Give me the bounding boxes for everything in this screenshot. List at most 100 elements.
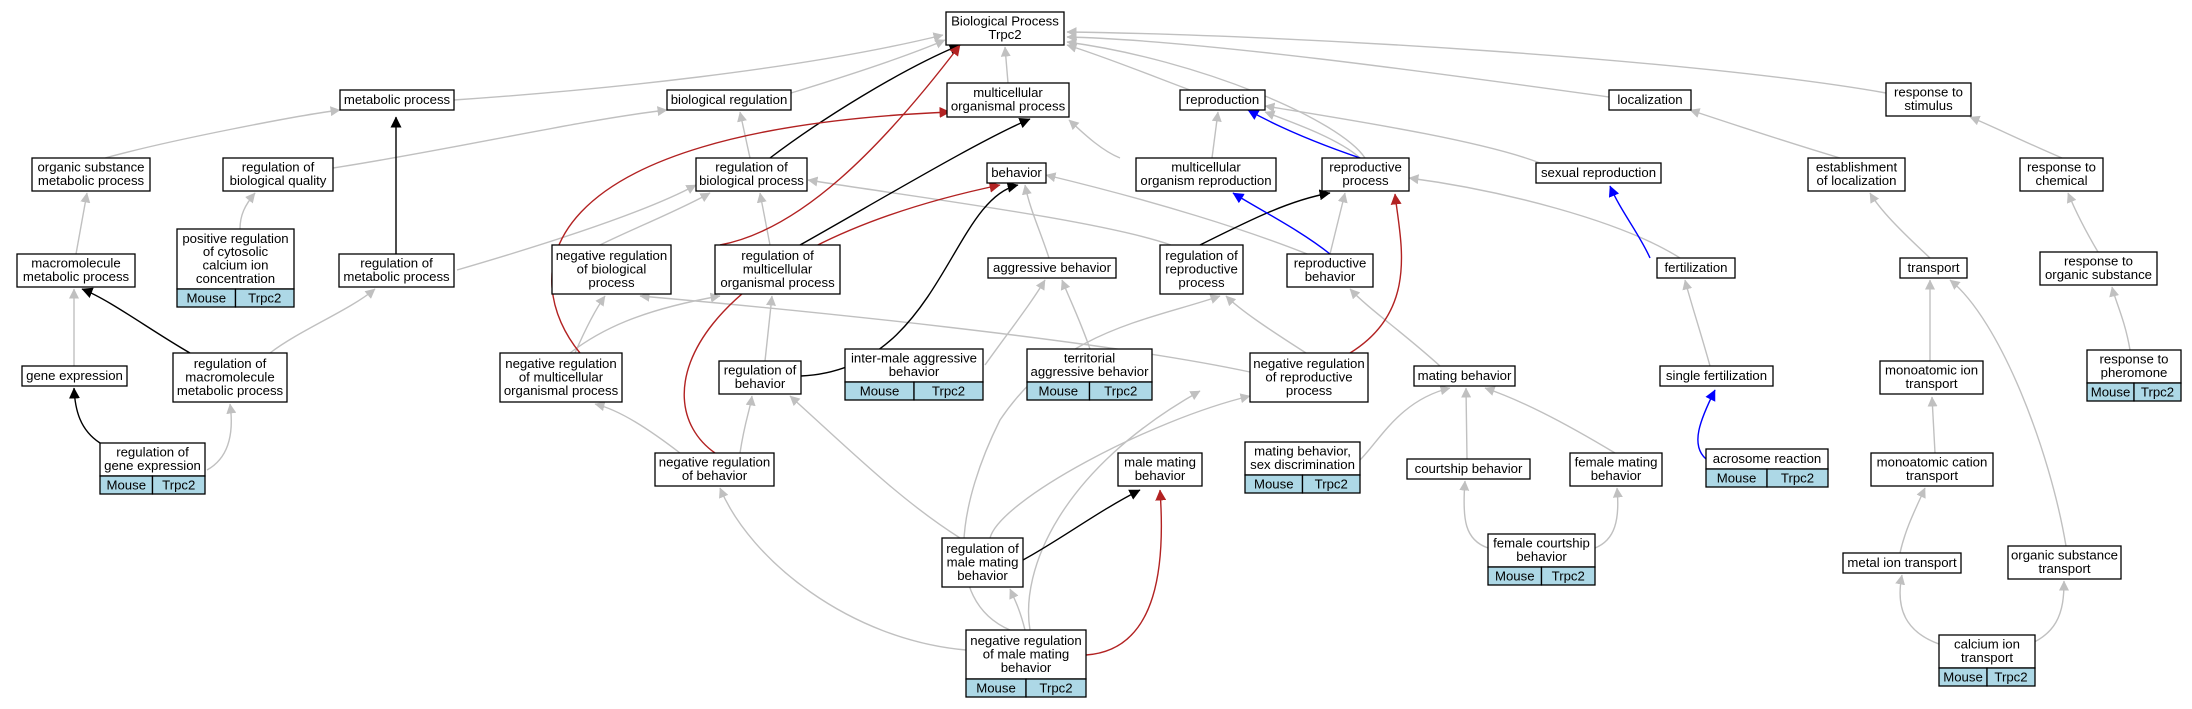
- annotation-cell: [1025, 678, 1087, 698]
- node-label-line: pheromone: [2101, 365, 2168, 380]
- node-box: [1179, 89, 1266, 111]
- annotation-gene: Trpc2: [248, 291, 281, 306]
- node-box: [16, 253, 136, 288]
- node-label-line: calcium ion: [203, 258, 269, 273]
- node-label-line: regulation of: [116, 445, 189, 460]
- edge-is-a: [1899, 487, 1926, 554]
- annotation-species: Mouse: [976, 681, 1016, 696]
- edge-is-a: [456, 184, 697, 271]
- edge-negatively-regulates: [1349, 193, 1403, 354]
- node-label-line: regulation of: [724, 363, 797, 378]
- edge-part-of: [1199, 189, 1331, 246]
- node-label-line: response to: [2100, 352, 2169, 367]
- edge-is-a: [599, 192, 711, 246]
- node-box: [1656, 257, 1736, 279]
- node-label-line: transport: [2038, 561, 2090, 576]
- node-box: [1807, 157, 1906, 192]
- annotation-gene: Trpc2: [1315, 477, 1348, 492]
- annotation-cell: [1986, 667, 2036, 687]
- node-courtship: courtship behavior: [1406, 458, 1531, 480]
- edge-is-a: [789, 395, 961, 539]
- edge-negatively-regulates: [1085, 489, 1167, 656]
- node-label-line: metabolic process: [343, 269, 450, 284]
- edge-positively-regulates: [1608, 185, 1651, 259]
- edge-is-a: [1066, 27, 1887, 94]
- node-label-line: response to: [1894, 85, 1963, 100]
- node-label-line: organic substance: [37, 160, 144, 175]
- node-label-line: gene expression: [104, 458, 201, 473]
- node-box: [172, 352, 288, 403]
- edge-is-a: [574, 295, 606, 354]
- node-label-line: transport: [1961, 650, 2013, 665]
- annotation-species: Mouse: [1038, 384, 1078, 399]
- node-label-line: reproductive: [1329, 160, 1402, 175]
- node-label-line: behavior: [1001, 660, 1052, 675]
- edge-is-a: [1969, 115, 2063, 159]
- node-label-line: aggressive behavior: [1030, 364, 1149, 379]
- edge-part-of: [68, 387, 101, 444]
- node-box: [1406, 458, 1531, 480]
- edge-is-a: [790, 39, 946, 94]
- edge-is-a: [1211, 111, 1222, 159]
- edge-is-a: [453, 32, 944, 101]
- edge-is-a: [1949, 279, 2067, 547]
- edge-is-a: [75, 192, 91, 255]
- node-box: [339, 89, 455, 111]
- annotation-species: Mouse: [1717, 471, 1757, 486]
- edge-is-a: [989, 393, 1251, 539]
- node-box: [987, 257, 1117, 279]
- node-box: [1569, 452, 1663, 487]
- annotation-gene: Trpc2: [932, 384, 965, 399]
- node-label-line: behavior: [889, 364, 940, 379]
- node-label-line: regulation of: [242, 160, 315, 175]
- edge-part-of: [81, 287, 191, 354]
- node-label-line: calcium ion: [1954, 637, 2020, 652]
- node-box: [551, 244, 672, 295]
- node-label-line: behavior: [1305, 269, 1356, 284]
- node-singlefert: single fertilization: [1659, 365, 1774, 387]
- node-localization: localization: [1608, 89, 1692, 111]
- node-box: [946, 82, 1070, 118]
- node-label-line: process: [1342, 173, 1389, 188]
- node-label-line: single fertilization: [1666, 368, 1767, 383]
- annotation-species: Mouse: [2091, 385, 2131, 400]
- node-label-line: of biological: [577, 261, 647, 276]
- node-box: [1135, 157, 1277, 192]
- node-label-line: multicellular: [1171, 160, 1241, 175]
- node-label-line: of cytosolic: [203, 244, 269, 259]
- edge-is-a: [1927, 396, 1938, 454]
- node-label-line: transport: [1906, 468, 1958, 483]
- node-box: [1842, 552, 1962, 574]
- edge-is-a: [1027, 390, 1201, 631]
- node-label-line: transport: [1907, 260, 1959, 275]
- annotation-cell: [1540, 566, 1596, 586]
- node-label-line: regulation of: [715, 160, 788, 175]
- node-label-line: concentration: [196, 271, 275, 286]
- node-box: [99, 442, 206, 477]
- node-box: [1286, 253, 1374, 288]
- annotation-cell: [1088, 381, 1153, 401]
- node-box: [1321, 157, 1410, 192]
- node-label-line: organismal process: [504, 383, 619, 398]
- node-label-line: response to: [2064, 254, 2133, 269]
- edge-is-a: [807, 176, 1172, 246]
- edge-is-a: [1066, 32, 1610, 98]
- edge-is-a: [1349, 288, 1441, 367]
- edge-is-a: [1068, 119, 1121, 159]
- edge-is-a: [1484, 386, 1616, 454]
- node-label-line: female courtship: [1493, 536, 1590, 551]
- node-box: [1117, 452, 1203, 487]
